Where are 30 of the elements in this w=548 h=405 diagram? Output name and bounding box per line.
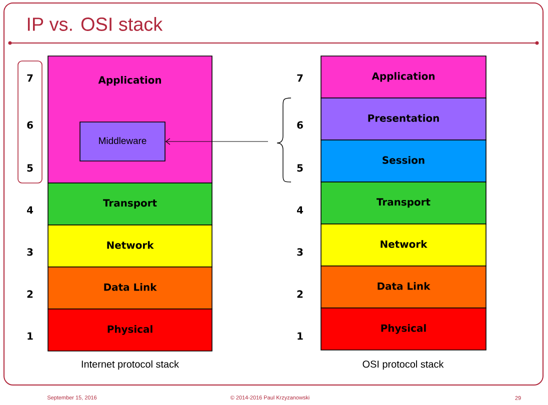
layer-box: Data Link [320,266,486,308]
layer-number: 2 [297,290,303,298]
layer-number: 5 [297,164,303,172]
layer-number: 2 [27,290,33,298]
layer-box: Data Link [48,266,212,310]
layer-number: 4 [297,206,304,214]
component-box: Middleware [80,122,166,162]
arrow [165,138,268,145]
layer-number: 3 [27,248,33,256]
layer-number: 4 [26,206,34,214]
layer-number: 5 [27,164,33,172]
title: IP vs. OSI stack [28,17,163,31]
layer-number: 6 [297,121,303,129]
layer-box: Physical [320,308,486,350]
layer-box: Session [320,140,486,182]
layer-box: Presentation [320,98,486,140]
layer-box: Network [320,224,486,266]
layer-box: Application [320,56,486,98]
stack-caption: Internet protocol stack [82,360,180,370]
layer-number: 6 [27,121,33,129]
layer-box: Physical [48,308,212,352]
layer-number: 3 [297,248,303,256]
layer-box: Transport [48,182,212,226]
stack-caption: OSI protocol stack [362,360,444,370]
layer-box: Network [48,224,212,268]
layer-box: Transport [320,182,486,224]
layer-number: 1 [28,332,33,340]
layer-number: 7 [27,74,33,82]
layer-number: 1 [298,332,303,340]
layer-number: 7 [297,74,303,82]
